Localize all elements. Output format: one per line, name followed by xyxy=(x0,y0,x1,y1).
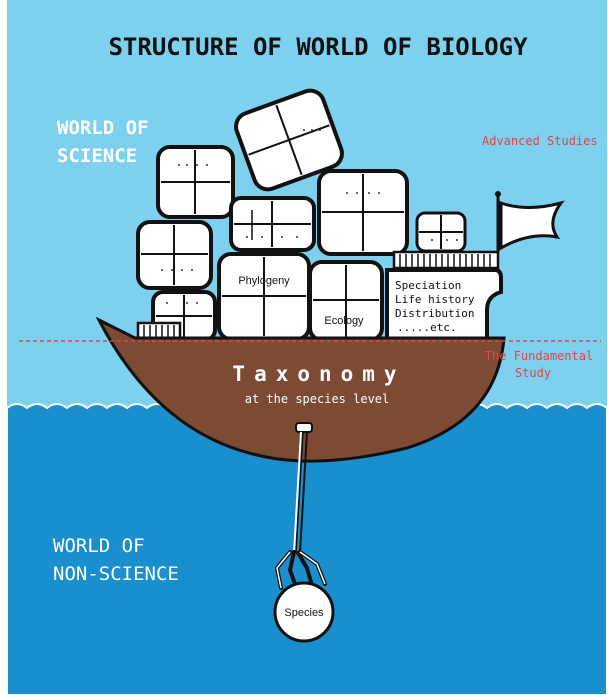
world-of-non-science-line1: WORLD OF xyxy=(53,535,145,557)
world-of-non-science-line2: NON-SCIENCE xyxy=(53,563,179,585)
taxonomy-sub-label: at the species level xyxy=(245,392,390,406)
cargo-box-upper-left xyxy=(158,147,233,217)
diagram-frame: STRUCTURE OF WORLD OF BIOLOGY WORLD OF S… xyxy=(7,0,607,695)
anchor-ring xyxy=(296,423,312,432)
world-of-science-line2: SCIENCE xyxy=(57,145,137,167)
cargo-box-flat-middle xyxy=(231,198,314,250)
fundamental-study-label-line1: The Fundamental xyxy=(485,349,593,363)
topic-speciation: Speciation xyxy=(395,279,461,292)
topic-life-history: Life history xyxy=(395,293,475,306)
biology-ship-diagram: STRUCTURE OF WORLD OF BIOLOGY WORLD OF S… xyxy=(7,0,607,695)
cargo-box-left-middle xyxy=(138,222,211,288)
ship-cabin: Speciation Life history Distribution ...… xyxy=(387,252,501,342)
taxonomy-label: Taxonomy xyxy=(232,362,405,386)
cargo-box-small-right xyxy=(417,213,465,251)
phylogeny-box: Phylogeny xyxy=(219,254,309,339)
advanced-studies-label: Advanced Studies xyxy=(482,134,598,148)
species-label: Species xyxy=(284,607,324,619)
topic-distribution: Distribution xyxy=(395,307,474,320)
topic-etc: .....etc. xyxy=(397,321,457,334)
world-of-science-line1: WORLD OF xyxy=(57,117,149,139)
cargo-box-large-right xyxy=(319,171,407,254)
fundamental-study-label-line2: Study xyxy=(515,366,551,380)
phylogeny-label: Phylogeny xyxy=(238,275,290,287)
ecology-box: Ecology xyxy=(310,262,382,340)
ecology-label: Ecology xyxy=(324,315,364,327)
page-title: STRUCTURE OF WORLD OF BIOLOGY xyxy=(108,33,528,61)
